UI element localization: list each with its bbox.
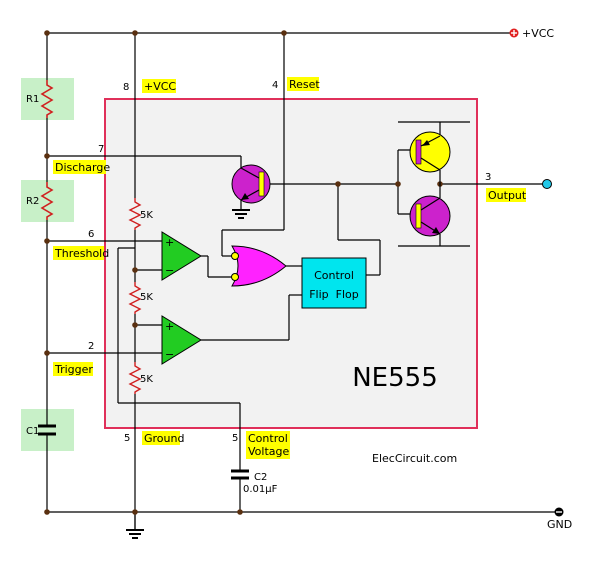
ground-highlight [142, 431, 180, 445]
divider-resistor-2 [128, 282, 142, 314]
output-highlight [486, 188, 526, 202]
comp1-plus: + [165, 236, 174, 249]
r2-label: R2 [26, 196, 39, 207]
vcc-top-label: +VCC [522, 27, 554, 40]
c2-label: C2 [254, 472, 267, 483]
c2-value: 0.01µF [243, 484, 278, 495]
c2-capacitor [231, 469, 249, 480]
divider-1-label: 5K [140, 210, 153, 221]
vcc-terminal-icon [509, 28, 519, 38]
r1-resistor [40, 80, 54, 118]
r1-label: R1 [26, 94, 39, 105]
pin-7: 7 [98, 144, 104, 155]
node-dots [44, 30, 443, 515]
discharge-label: Discharge [55, 161, 110, 174]
c1-label: C1 [26, 426, 39, 437]
comp1-minus: − [165, 264, 174, 277]
divider-2-label: 5K [140, 292, 153, 303]
gate-invert-bubble-1 [231, 252, 239, 260]
discharge-highlight [53, 160, 106, 174]
control-flip-flop [301, 257, 367, 309]
r2-resistor [40, 182, 54, 220]
trigger-comparator [161, 315, 202, 365]
chip-ground-icon [126, 529, 144, 539]
ground-label: Ground [144, 432, 184, 445]
flipflop-label-1: Control [314, 269, 354, 282]
control-voltage-label-1: Control [248, 432, 288, 445]
output-npn-transistor [409, 184, 451, 246]
gate-invert-bubble-2 [231, 273, 239, 281]
threshold-label: Threshold [54, 247, 109, 260]
pin-8: 8 [123, 82, 129, 93]
divider-resistor-1 [128, 198, 142, 230]
c1-capacitor [38, 414, 56, 446]
site-watermark: ElecCircuit.com [372, 452, 457, 465]
pin-5-ground: 5 [124, 433, 130, 444]
pin-6: 6 [88, 229, 94, 240]
reset-highlight [287, 77, 319, 91]
threshold-comparator [161, 231, 202, 281]
wires [46, 32, 555, 530]
comp2-plus: + [165, 320, 174, 333]
pin-4: 4 [272, 80, 278, 91]
divider-resistor-3 [128, 362, 142, 394]
vcc-pin-label: +VCC [144, 80, 176, 93]
discharge-transistor [231, 164, 271, 204]
pin-2: 2 [88, 341, 94, 352]
output-terminal-icon [542, 179, 552, 189]
pin-5-control: 5 [232, 433, 238, 444]
chip-name: NE555 [352, 363, 438, 393]
trigger-label: Trigger [54, 363, 93, 376]
threshold-highlight [53, 246, 104, 260]
trigger-highlight [53, 362, 93, 376]
flipflop-label-2: Flip Flop [309, 288, 359, 301]
gnd-terminal-icon [554, 507, 564, 517]
output-pnp-transistor [409, 122, 451, 184]
comp2-minus: − [165, 348, 174, 361]
gnd-label: GND [547, 518, 572, 531]
control-voltage-label-2: Voltage [248, 445, 289, 458]
output-label: Output [488, 189, 527, 202]
reset-label: Reset [289, 78, 320, 91]
pin-3: 3 [485, 172, 491, 183]
nor-gate [231, 245, 287, 287]
vcc-pin-highlight [142, 79, 176, 93]
divider-3-label: 5K [140, 374, 153, 385]
discharge-ground-icon [232, 209, 250, 219]
control-voltage-highlight [246, 431, 290, 459]
